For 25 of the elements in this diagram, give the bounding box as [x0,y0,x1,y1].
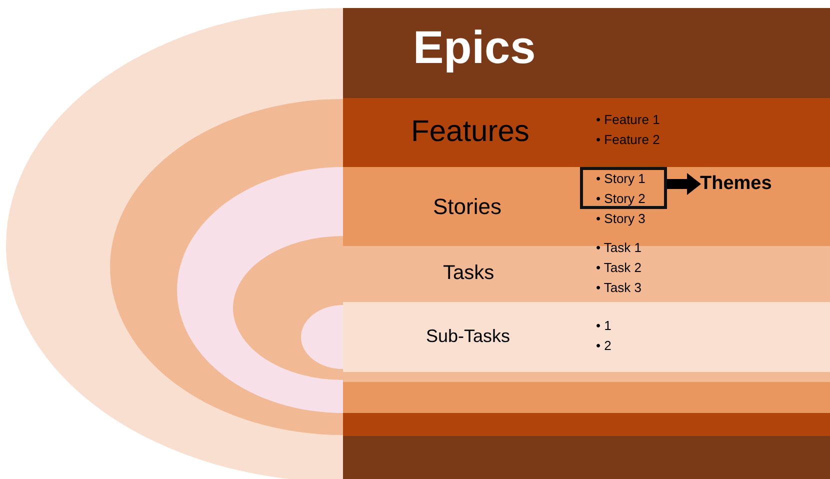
band-heading: Tasks [443,263,494,283]
grouping-box [580,167,667,209]
empty-band [343,413,830,436]
list-item: • Feature 2 [596,131,660,149]
layer-band [343,302,830,372]
list-item: • Task 3 [596,279,642,297]
empty-band [343,372,830,382]
empty-band [343,382,830,413]
list-item: • Feature 1 [596,111,660,129]
list-item: • Story 3 [596,210,646,228]
list-item: • 2 [596,337,612,355]
list-item: • Task 1 [596,239,642,257]
arrow [667,173,701,195]
band-heading: Features [411,117,530,147]
list-item: • Task 2 [596,259,642,277]
layer-band [343,8,830,98]
band-heading: Sub-Tasks [426,327,510,345]
theme-label: Themes [700,174,772,193]
empty-band [343,436,830,479]
band-heading: Epics [413,24,536,70]
layer-band [343,98,830,167]
list-item: • Story 2 [596,190,646,208]
list-item: • Story 1 [596,170,646,188]
band-heading: Stories [433,196,502,218]
list-item: • 1 [596,317,612,335]
